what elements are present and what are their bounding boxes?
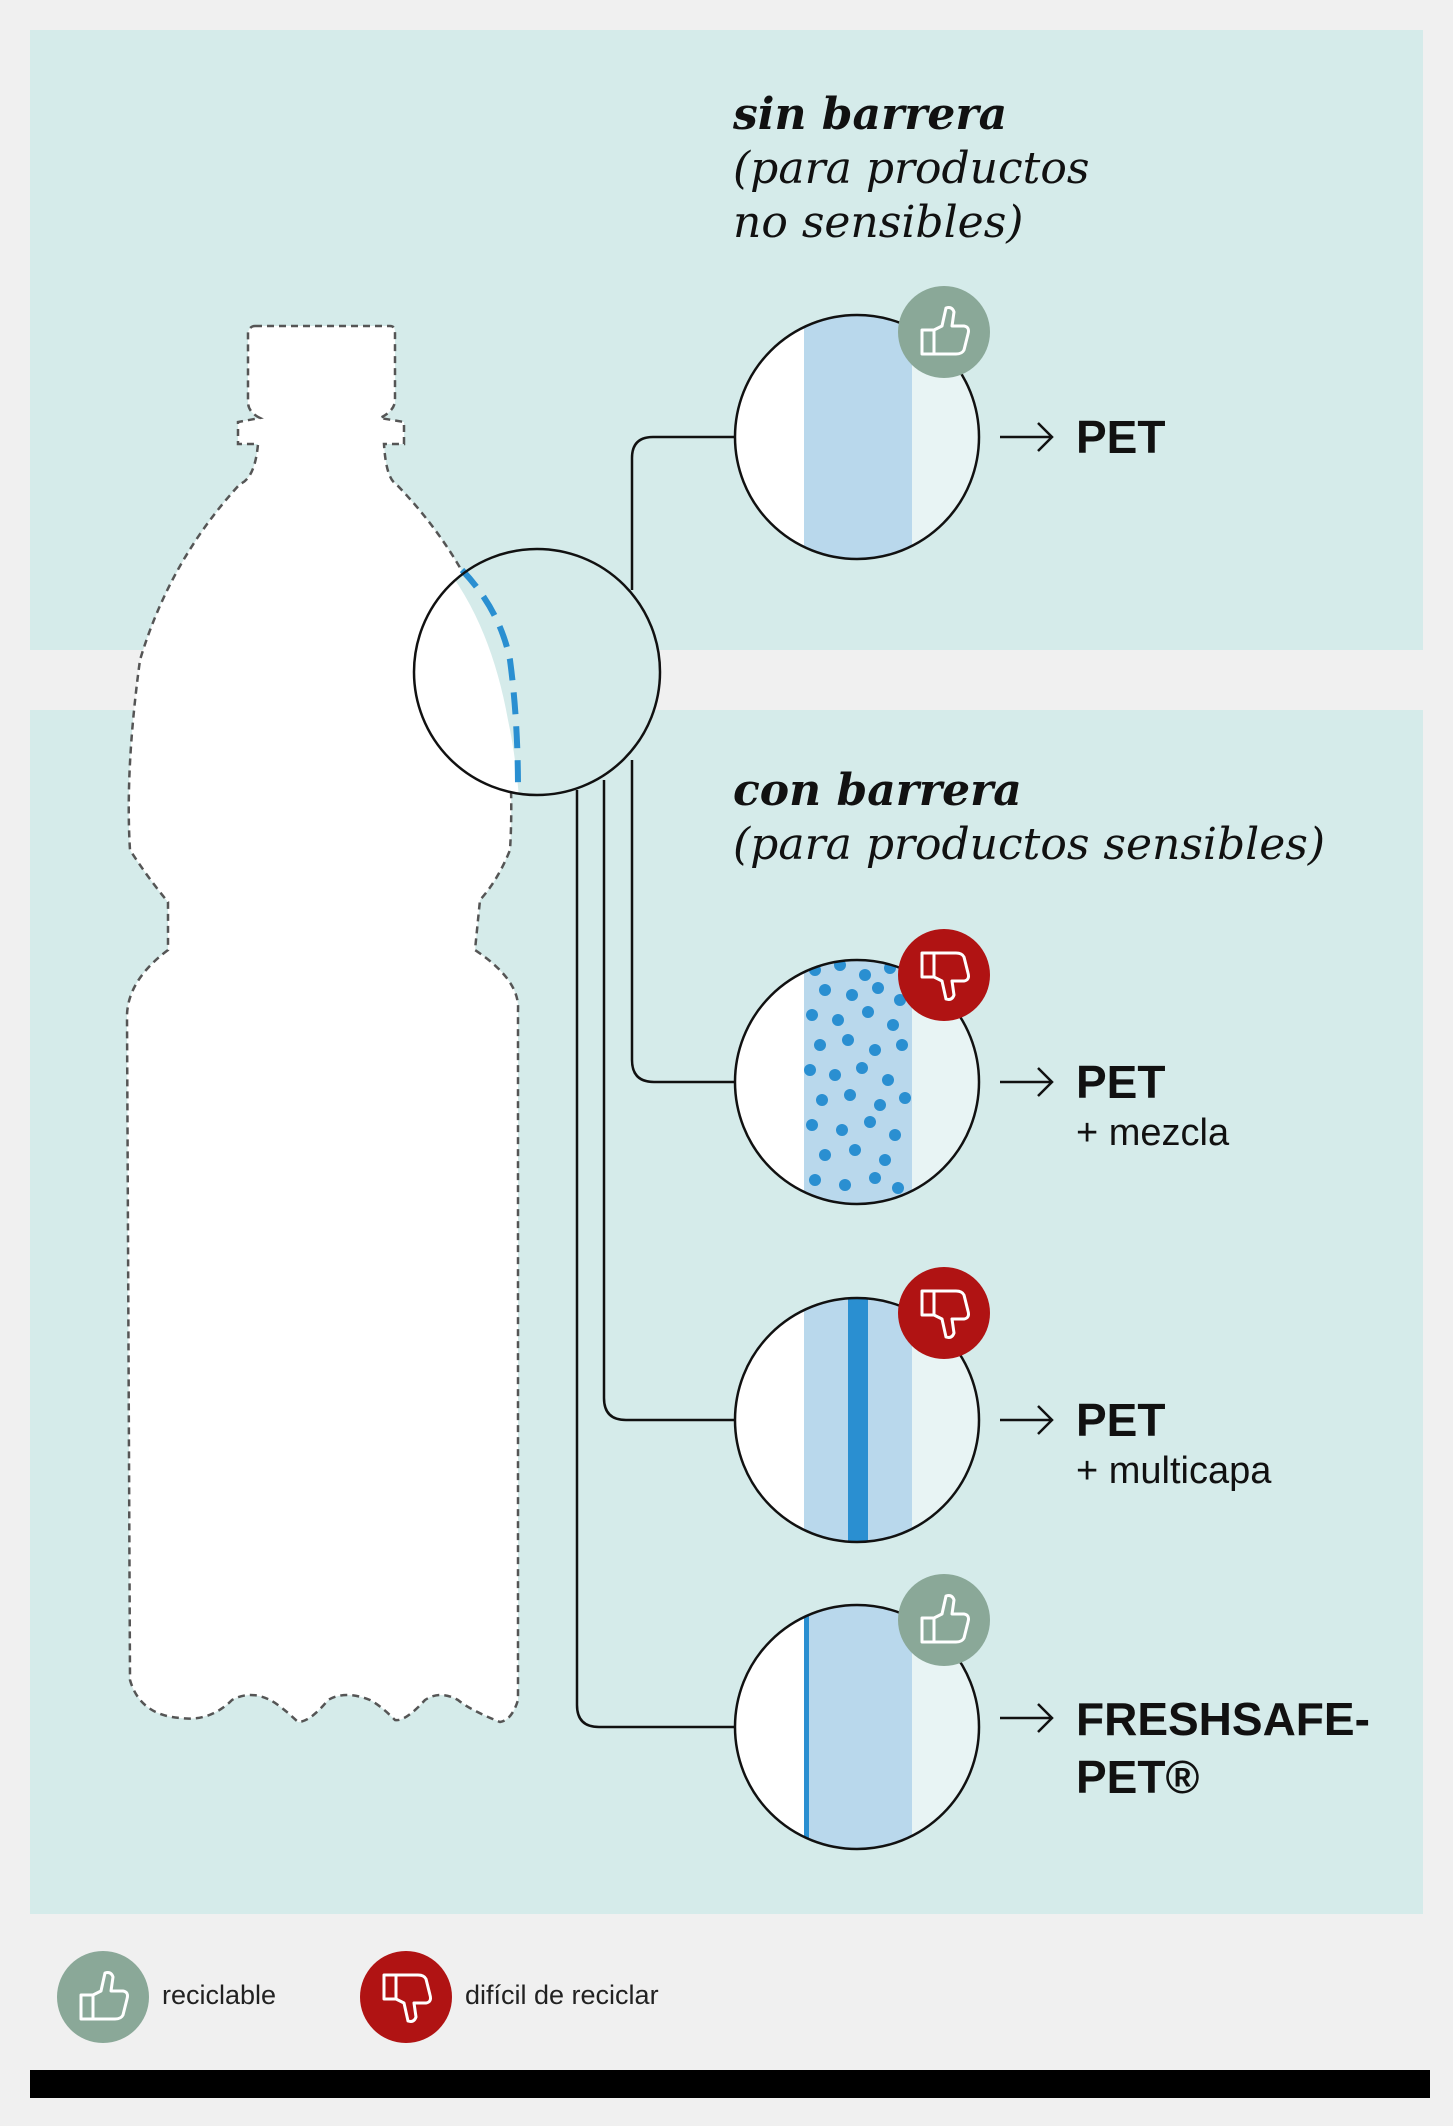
option-sublabel-blend: + mezcla [1076,1112,1230,1154]
barrier-subtitle: (para productos sensibles) [733,819,1326,870]
arrow-right-icon [1000,422,1054,1733]
bottle-outline [125,324,520,1724]
option-label-pet-blend: PET [1076,1056,1166,1108]
connector-lines [575,435,735,1729]
thumbs-up-icon [898,1574,990,1666]
option-label-pet: PET [1076,411,1166,463]
no-barrier-subtitle: (para productos no sensibles) [733,143,1090,248]
legend-recyclable-label: reciclable [162,1980,277,2010]
option-sublabel-multilayer: + multicapa [1076,1450,1272,1492]
no-barrier-heading: sin barrera (para productos no sensibles… [733,88,1089,250]
legend-hard-to-recycle-label: difícil de reciclar [465,1980,659,2010]
footer-bar [30,2070,1430,2098]
barrier-title: con barrera [733,765,1022,816]
thumbs-down-icon [898,929,990,1021]
barrier-heading: con barrera (para productos sensibles) [733,764,1325,872]
detail-circle-freshsafe [733,1603,981,1851]
thumbs-up-icon [898,286,990,378]
legend-thumbs-up-icon [57,1951,149,2043]
option-label-freshsafe: FRESHSAFE- PET® [1076,1693,1370,1803]
no-barrier-title: sin barrera [733,89,1008,140]
option-label-pet-multilayer: PET [1076,1394,1166,1446]
legend-thumbs-down-icon [360,1951,452,2043]
thumbs-down-icon [898,1267,990,1359]
